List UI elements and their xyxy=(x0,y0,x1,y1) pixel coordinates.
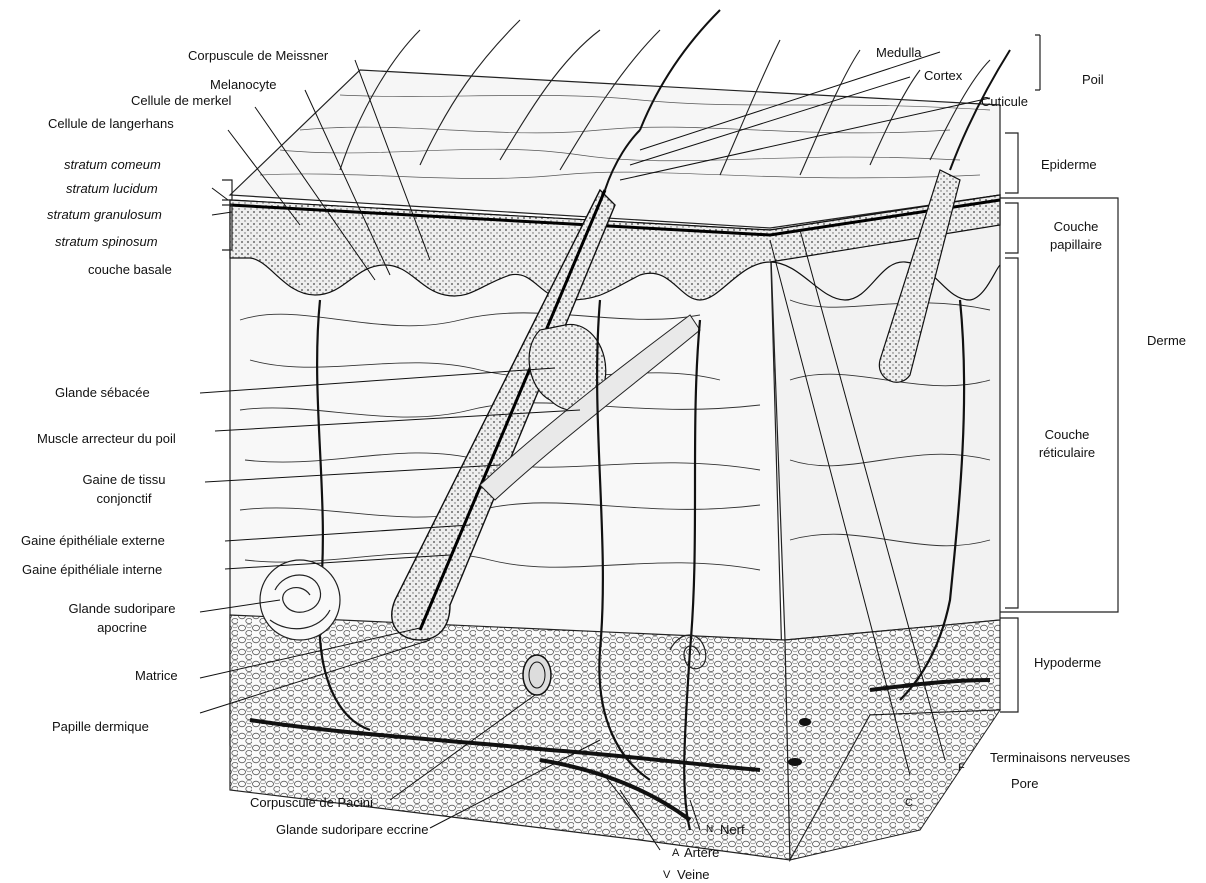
label-internal-root-sheath: Gaine épithéliale interne xyxy=(22,562,162,578)
apocrine-gland xyxy=(260,560,340,640)
label-reticular-line2: réticulaire xyxy=(1027,445,1107,461)
label-arrector-pili: Muscle arrecteur du poil xyxy=(37,431,176,447)
label-papillary-line1: Couche xyxy=(1036,219,1116,235)
label-stratum-lucidum: stratum lucidum xyxy=(66,181,158,197)
label-connective-sheath-line2: conjonctif xyxy=(64,491,184,507)
label-stratum-granulosum: stratum granulosum xyxy=(47,207,162,223)
label-eccrine-gland: Glande sudoripare eccrine xyxy=(276,822,428,838)
label-stratum-corneum: stratum comeum xyxy=(64,157,161,173)
label-connective-sheath-line1: Gaine de tissu xyxy=(64,472,184,488)
label-nerve-endings: Terminaisons nerveuses xyxy=(990,750,1130,766)
label-external-root-sheath: Gaine épithéliale externe xyxy=(21,533,165,549)
label-dermal-papilla: Papille dermique xyxy=(52,719,149,735)
marker-f: F xyxy=(958,760,965,776)
label-cuticle: Cuticule xyxy=(981,94,1028,110)
marker-a: A xyxy=(672,845,679,861)
marker-c: C xyxy=(905,795,913,811)
label-apocrine-line1: Glande sudoripare xyxy=(52,601,192,617)
label-melanocyte: Melanocyte xyxy=(210,77,276,93)
label-merkel-cell: Cellule de merkel xyxy=(131,93,231,109)
label-pacinian-corpuscle: Corpuscule de Pacini xyxy=(250,795,373,811)
marker-v: V xyxy=(663,867,670,883)
label-sebaceous-gland: Glande sébacée xyxy=(55,385,150,401)
label-vein: Veine xyxy=(677,867,710,883)
label-medulla: Medulla xyxy=(876,45,922,61)
label-papillary-line2: papillaire xyxy=(1036,237,1116,253)
label-apocrine-gland: Glande sudoripare apocrine xyxy=(52,601,192,636)
label-hair: Poil xyxy=(1082,72,1104,88)
label-dermis: Derme xyxy=(1147,333,1186,349)
label-connective-sheath: Gaine de tissu conjonctif xyxy=(64,472,184,507)
label-epidermis: Epiderme xyxy=(1041,157,1097,173)
label-artery: Artére xyxy=(684,845,719,861)
label-meissner-corpuscle: Corpuscule de Meissner xyxy=(188,48,328,64)
label-stratum-spinosum: stratum spinosum xyxy=(55,234,158,250)
marker-n: N xyxy=(706,822,713,838)
label-nerve: Nerf xyxy=(720,822,745,838)
label-papillary-layer: Couche papillaire xyxy=(1036,219,1116,253)
label-reticular-line1: Couche xyxy=(1027,427,1107,443)
label-pore: Pore xyxy=(1011,776,1038,792)
label-reticular-layer: Couche réticulaire xyxy=(1027,427,1107,461)
label-langerhans-cell: Cellule de langerhans xyxy=(48,116,174,132)
side-dermis-face xyxy=(770,195,1000,640)
pacinian-corpuscle xyxy=(523,655,551,695)
label-basal-layer: couche basale xyxy=(88,262,172,278)
label-hypodermis: Hypoderme xyxy=(1034,655,1101,671)
label-apocrine-line2: apocrine xyxy=(52,620,192,636)
label-cortex: Cortex xyxy=(924,68,962,84)
label-matrix: Matrice xyxy=(135,668,178,684)
